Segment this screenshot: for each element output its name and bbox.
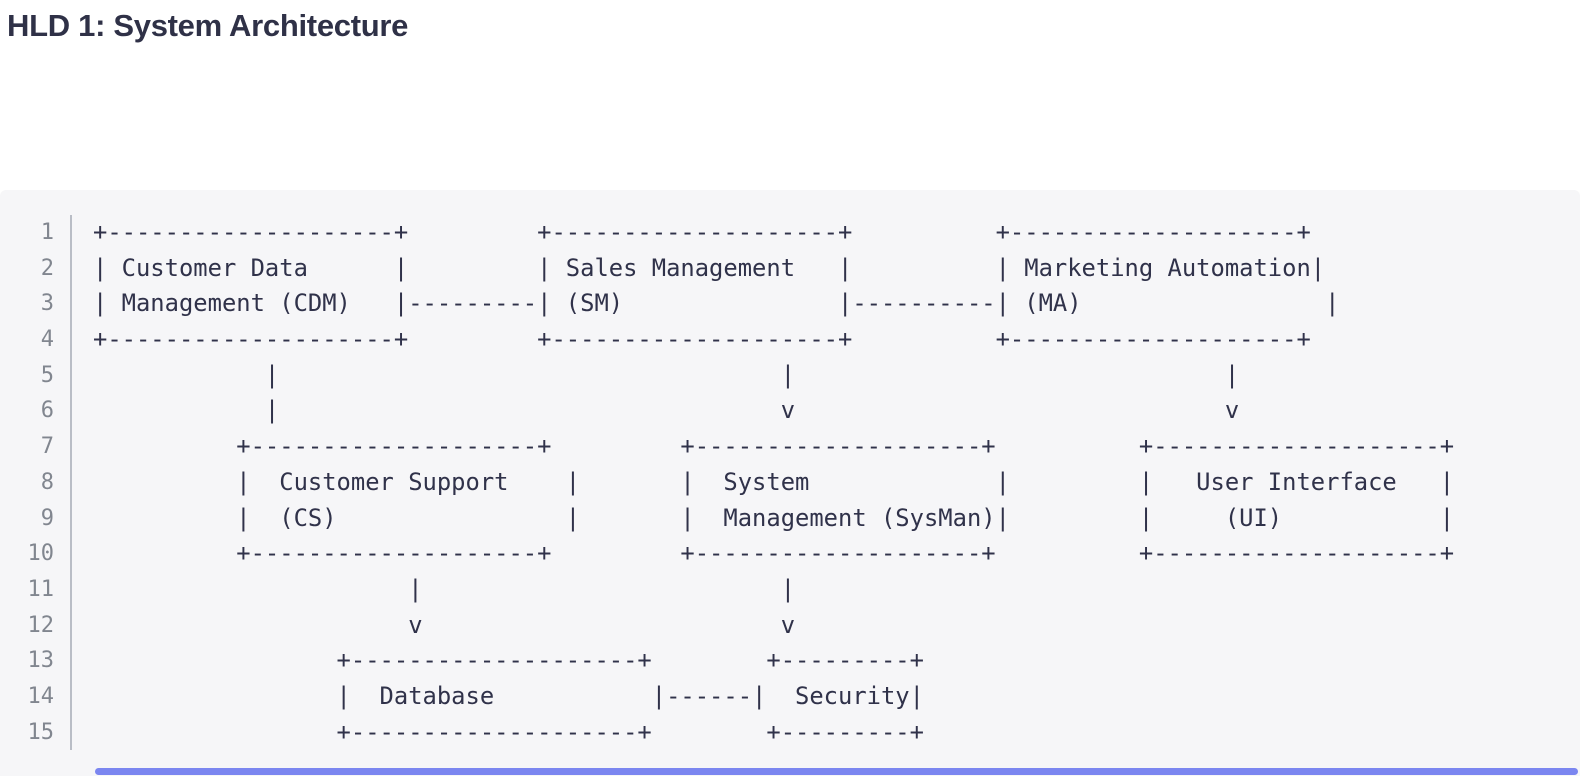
line-number: 8 [0,464,72,501]
line-number: 2 [0,250,72,287]
code-line-text: +--------------------+ +---------+ [93,717,924,746]
code-line: 13 +--------------------+ +---------+ [0,643,1580,679]
line-number: 6 [0,393,72,430]
line-number: 10 [0,536,72,572]
code-line: 5 | | | [0,357,1580,394]
code-line: 4 +--------------------+ +---------------… [0,322,1580,358]
line-number: 12 [0,607,72,644]
line-number: 5 [0,357,72,394]
code-line-text: | Management (CDM) |---------| (SM) |---… [93,289,1340,318]
line-number: 13 [0,643,72,679]
code-line: 9 | (CS) | | Management (SysMan)| | (UI)… [0,500,1580,537]
code-line: 6 | v v [0,393,1580,430]
code-line: 2 | Customer Data | | Sales Management | … [0,250,1580,287]
code-line-text: | | [93,574,796,603]
horizontal-scrollbar-thumb[interactable] [95,768,1578,775]
code-line-text: | | | [93,360,1240,389]
line-number: 14 [0,678,72,715]
code-block: 1 +--------------------+ +---------------… [0,190,1580,776]
code-line-text: | v v [93,396,1240,425]
code-line: 15 +--------------------+ +---------+ [0,714,1580,751]
code-line-text: | Customer Data | | Sales Management | |… [93,253,1326,282]
code-line: 11 | | [0,571,1580,608]
code-lines: 1 +--------------------+ +---------------… [0,190,1580,751]
code-line: 8 | Customer Support | | System | | User… [0,464,1580,501]
code-line: 7 +--------------------+ +--------------… [0,429,1580,465]
line-number: 7 [0,429,72,465]
code-line-text: | Database |------| Security| [93,681,924,710]
code-line-text: +--------------------+ +----------------… [93,432,1455,461]
code-line: 14 | Database |------| Security| [0,678,1580,715]
code-line: 3 | Management (CDM) |---------| (SM) |--… [0,286,1580,323]
code-line-text: | Customer Support | | System | | User I… [93,467,1455,496]
code-line-text: v v [93,610,796,639]
code-line-text: +--------------------+ +----------------… [93,218,1311,246]
line-number: 15 [0,714,72,751]
code-line-text: +--------------------+ +---------+ [93,646,924,675]
line-number: 3 [0,286,72,323]
code-line-text: +--------------------+ +----------------… [93,539,1455,568]
code-line-text: +--------------------+ +----------------… [93,325,1311,354]
line-number: 4 [0,322,72,358]
line-number: 11 [0,571,72,608]
code-line: 10 +--------------------+ +-------------… [0,536,1580,572]
line-number: 9 [0,500,72,537]
code-line-text: | (CS) | | Management (SysMan)| | (UI) | [93,503,1455,532]
code-line: 1 +--------------------+ +---------------… [0,215,1580,251]
line-number: 1 [0,215,72,251]
code-line: 12 v v [0,607,1580,644]
page-title: HLD 1: System Architecture [7,8,409,43]
